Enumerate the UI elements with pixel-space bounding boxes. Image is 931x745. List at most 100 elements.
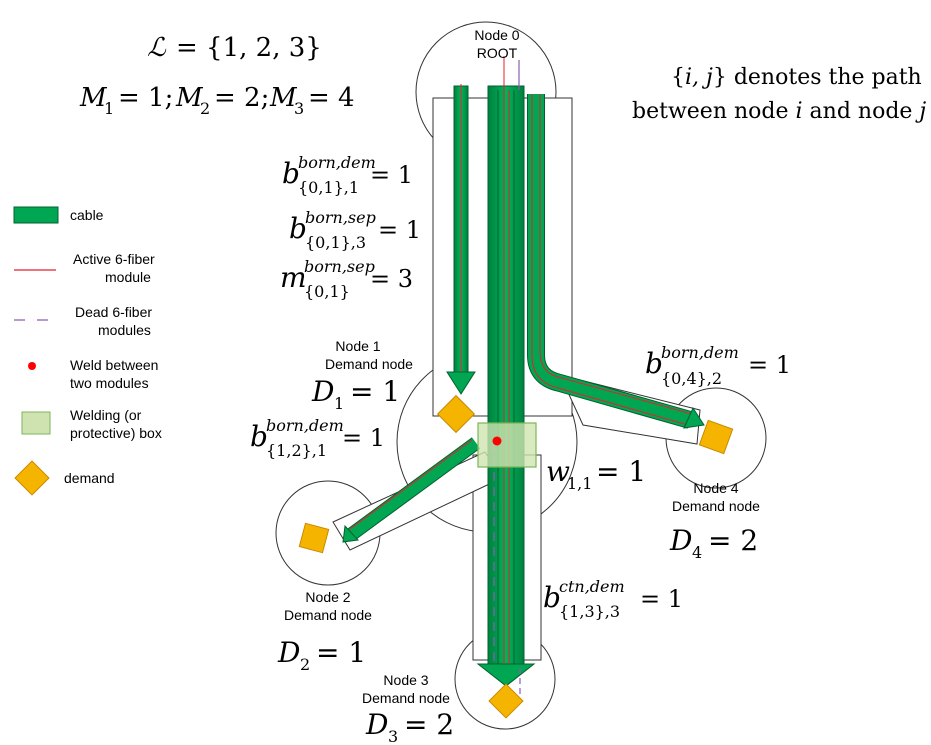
demand-node-3 <box>488 683 524 719</box>
svg-text:= 1: = 1 <box>640 585 683 613</box>
svg-text:born,sep: born,sep <box>305 208 376 227</box>
svg-text:Node 1: Node 1 <box>335 338 380 354</box>
svg-text:Demand node: Demand node <box>672 498 760 514</box>
demand-node-1 <box>436 394 476 434</box>
svg-text:Node 0: Node 0 <box>474 27 519 43</box>
svg-text:D: D <box>311 375 334 408</box>
legend-weld-label-1: Weld between <box>70 357 158 373</box>
svg-text:Node 4: Node 4 <box>693 480 738 496</box>
cable-0-4 <box>527 94 705 429</box>
cable-1-2 <box>342 437 481 543</box>
svg-text:b: b <box>250 420 268 453</box>
svg-text:= 2: = 2 <box>404 708 454 741</box>
legend-demand-label: demand <box>64 470 115 486</box>
legend-active-label-2: module <box>105 269 151 285</box>
var-b01-sep: b born,sep {0,1},3 = 1 <box>289 208 421 252</box>
cable-0-3 <box>476 56 536 700</box>
legend-box-swatch <box>21 411 51 435</box>
svg-text:2: 2 <box>300 655 310 674</box>
svg-text:born,dem: born,dem <box>298 153 376 172</box>
svg-text:2: 2 <box>200 99 210 118</box>
svg-text:m: m <box>280 261 307 294</box>
svg-text:Node 2: Node 2 <box>305 589 350 605</box>
svg-text:b: b <box>543 581 561 614</box>
svg-text:= 3: = 3 <box>370 265 413 293</box>
node-2-label: Node 2 Demand node <box>284 589 372 623</box>
weld-point <box>492 436 502 446</box>
svg-text:= 1: = 1 <box>316 636 366 669</box>
legend-demand-swatch <box>14 460 50 496</box>
svg-text:b: b <box>289 212 307 245</box>
demand-d1: D 1 = 1 <box>311 375 400 413</box>
svg-text:= 2: = 2 <box>708 524 758 557</box>
svg-text:= 1;: = 1; <box>118 83 173 113</box>
svg-text:4: 4 <box>692 543 702 562</box>
svg-text:= 2;: = 2; <box>214 83 269 113</box>
legend-active-label-1: Active 6-fiber <box>73 251 155 267</box>
svg-text:1: 1 <box>104 99 114 118</box>
svg-text:= 1: = 1 <box>370 161 413 189</box>
node-3-label: Node 3 Demand node <box>362 672 450 706</box>
svg-text:ctn,dem: ctn,dem <box>559 577 625 596</box>
demand-node-2 <box>298 522 330 554</box>
svg-text:born,dem: born,dem <box>661 343 739 362</box>
svg-text:= 1: = 1 <box>748 351 791 379</box>
path-definition-note: {i, j} denotes the path between node i a… <box>632 65 926 124</box>
var-b12-dem: b born,dem {1,2},1 = 1 <box>250 416 385 460</box>
svg-text:born,dem: born,dem <box>266 416 344 435</box>
legend-box-label-2: protective) box <box>70 425 162 441</box>
demand-d4: D 4 = 2 <box>669 524 758 562</box>
svg-text:= 4: = 4 <box>308 83 355 113</box>
svg-text:1: 1 <box>334 394 344 413</box>
svg-text:b: b <box>645 347 663 380</box>
svg-text:Node 3: Node 3 <box>383 672 428 688</box>
svg-text:between node i and node j: between node i and node j <box>632 99 926 124</box>
svg-text:{0,1}: {0,1} <box>304 282 350 301</box>
svg-text:ℒ: ℒ <box>147 33 167 63</box>
welding-box <box>477 422 537 468</box>
svg-text:M: M <box>79 83 108 113</box>
svg-text:{0,1},1: {0,1},1 <box>298 178 359 197</box>
svg-text:born,sep: born,sep <box>304 257 375 276</box>
node-4-label: Node 4 Demand node <box>672 480 760 514</box>
svg-text:D: D <box>365 708 388 741</box>
svg-text:M: M <box>269 83 298 113</box>
svg-text:3: 3 <box>294 99 304 118</box>
svg-text:ROOT: ROOT <box>477 45 518 61</box>
set-L-equation: ℒ = {1, 2, 3} <box>147 33 322 63</box>
svg-text:b: b <box>282 157 300 190</box>
svg-text:= 1: = 1 <box>596 455 646 488</box>
legend-cable-label: cable <box>70 207 104 223</box>
var-b13-ctn: b ctn,dem {1,3},3 = 1 <box>543 577 683 621</box>
legend-weld-swatch <box>28 362 36 370</box>
svg-text:1,1: 1,1 <box>567 474 592 493</box>
svg-text:= 1: = 1 <box>378 216 421 244</box>
demand-node-4 <box>698 419 734 455</box>
var-m01-sep: m born,sep {0,1} = 3 <box>280 257 413 301</box>
svg-text:{1,2},1: {1,2},1 <box>266 441 327 460</box>
legend-dead-label-2: modules <box>98 322 151 338</box>
node-1-label: Node 1 Demand node <box>325 338 413 372</box>
demand-d2: D 2 = 1 <box>277 636 366 674</box>
var-w11: w 1,1 = 1 <box>546 455 646 493</box>
svg-text:{i, j} denotes the path: {i, j} denotes the path <box>671 65 922 90</box>
svg-text:D: D <box>277 636 300 669</box>
var-b04-dem: b born,dem {0,4},2 = 1 <box>645 343 791 388</box>
cable-0-1 <box>446 84 476 395</box>
m-values-equation: M 1 = 1; M 2 = 2; M 3 = 4 <box>79 83 355 118</box>
svg-text:= {1, 2, 3}: = {1, 2, 3} <box>176 33 322 63</box>
svg-text:= 1: = 1 <box>342 424 385 452</box>
svg-text:{0,4},2: {0,4},2 <box>661 369 722 388</box>
legend-weld-label-2: two modules <box>70 375 149 391</box>
svg-text:{1,3},3: {1,3},3 <box>559 602 620 621</box>
svg-text:M: M <box>175 83 204 113</box>
svg-text:D: D <box>669 524 692 557</box>
demand-d3: D 3 = 2 <box>365 708 454 745</box>
node-0-label: Node 0 ROOT <box>474 27 519 61</box>
legend-dead-label-1: Dead 6-fiber <box>75 304 152 320</box>
svg-text:{0,1},3: {0,1},3 <box>305 233 366 252</box>
legend-box-label-1: Welding (or <box>70 407 142 423</box>
var-b01-dem: b born,dem {0,1},1 = 1 <box>282 153 413 197</box>
